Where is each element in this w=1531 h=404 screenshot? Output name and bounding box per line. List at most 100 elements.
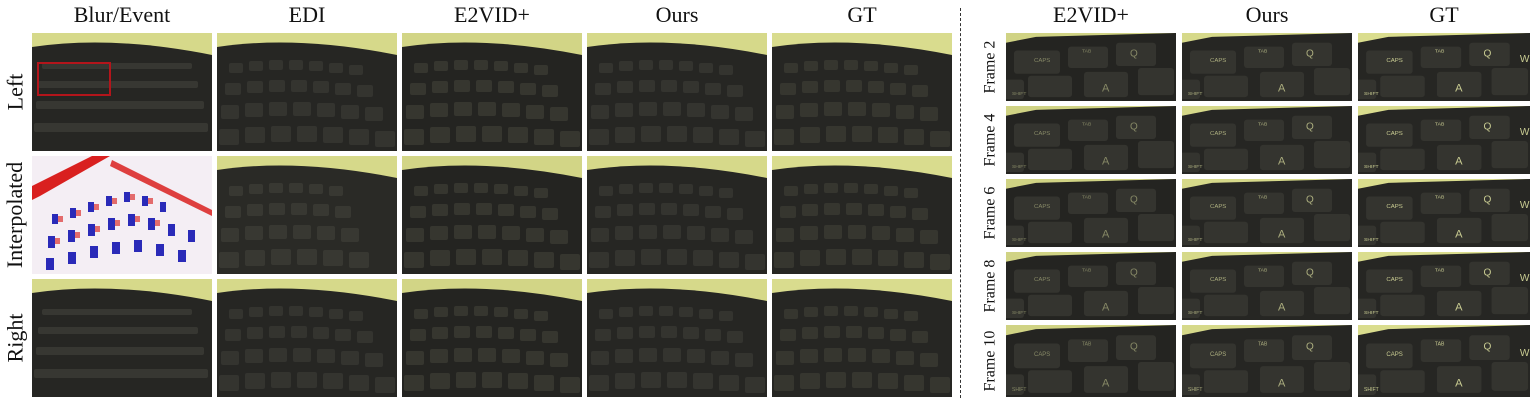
key-cap [1380, 148, 1425, 171]
key-label-q: Q [1130, 194, 1138, 205]
key-cap [1436, 144, 1482, 171]
key-label-a: A [1102, 155, 1110, 167]
image-blur-right [32, 279, 212, 397]
key-cap [1084, 144, 1128, 171]
key-cap [1116, 261, 1156, 286]
column-header-ours-left: Ours [655, 2, 699, 27]
key-label-caps: CAPS [1386, 204, 1403, 210]
key-cap [1014, 343, 1060, 369]
key-cap [1366, 269, 1413, 293]
key-cap [1006, 79, 1024, 100]
key-label-q: Q [1483, 342, 1491, 353]
key-label-shift: SHIFT [1012, 237, 1026, 243]
key-label-tab: TAB [1258, 267, 1268, 273]
row-header-frame-4: Frame 4 [981, 113, 998, 167]
key-cap [1491, 67, 1528, 96]
key-cap [1469, 188, 1510, 213]
key-cap [1068, 46, 1108, 68]
key-label-tab: TAB [1435, 122, 1445, 128]
key-label-q: Q [1483, 194, 1491, 205]
key-cap [1138, 362, 1174, 391]
row-header-frame-8: Frame 8 [981, 259, 998, 313]
key-cap [1469, 115, 1510, 140]
column-header-ours-right: Ours [1245, 2, 1289, 27]
key-cap [1244, 339, 1284, 363]
key-cap [1358, 152, 1377, 173]
key-cap [1084, 71, 1128, 98]
key-cap [1190, 123, 1236, 147]
key-cap [1436, 366, 1482, 393]
key-cap [1006, 298, 1024, 319]
key-cap [1491, 140, 1528, 169]
key-cap [1028, 148, 1072, 171]
key-cap [1420, 119, 1462, 141]
image-edi-interpolated [217, 156, 397, 274]
key-cap [1380, 75, 1425, 98]
key-label-shift: SHIFT [1364, 237, 1379, 243]
key-label-q: Q [1306, 342, 1314, 353]
key-label-a: A [1278, 301, 1286, 313]
key-cap [1260, 366, 1304, 393]
key-label-a: A [1278, 228, 1286, 240]
key-cap [1182, 298, 1200, 319]
key-label-shift: SHIFT [1012, 387, 1026, 393]
key-cap [1014, 196, 1060, 220]
key-cap [1420, 265, 1462, 287]
key-label-tab: TAB [1082, 194, 1092, 200]
key-label-shift: SHIFT [1188, 237, 1202, 243]
key-cap [1204, 370, 1248, 393]
key-label-caps: CAPS [1386, 131, 1403, 137]
key-cap [1491, 286, 1528, 315]
key-label-q: Q [1130, 267, 1138, 278]
key-label-q: Q [1130, 121, 1138, 132]
key-cap [1244, 265, 1284, 287]
key-cap [1380, 294, 1425, 317]
key-label-caps: CAPS [1210, 351, 1226, 358]
image-ours-left [587, 33, 767, 151]
key-cap [1204, 148, 1248, 171]
key-label-a: A [1278, 82, 1286, 94]
key-label-shift: SHIFT [1188, 310, 1202, 316]
key-cap [1190, 196, 1236, 220]
image-gt-interpolated [772, 156, 952, 274]
key-cap [1292, 335, 1332, 360]
key-cap [1260, 144, 1304, 171]
image-e2vid-interpolated [402, 156, 582, 274]
image-blur-left [32, 33, 212, 151]
key-cap [1028, 370, 1072, 393]
key-label-shift: SHIFT [1012, 91, 1026, 97]
key-cap [1420, 46, 1462, 68]
key-cap [1028, 294, 1072, 317]
key-cap [1138, 67, 1174, 96]
key-label-tab: TAB [1435, 195, 1445, 201]
key-label-shift: SHIFT [1364, 387, 1379, 393]
image-event-interpolated [32, 156, 212, 274]
key-label-q: Q [1483, 48, 1491, 59]
key-label-tab: TAB [1082, 121, 1092, 127]
key-cap [1314, 140, 1350, 169]
key-cap [1068, 119, 1108, 141]
image-edi-right [217, 279, 397, 397]
key-label-tab: TAB [1435, 49, 1445, 55]
key-cap [1358, 298, 1377, 319]
key-cap [1469, 335, 1510, 360]
key-cap [1014, 50, 1060, 74]
panel-divider [960, 8, 961, 398]
column-header-e2vid-right: E2VID+ [1053, 2, 1129, 27]
key-cap [1314, 362, 1350, 391]
key-cap [1068, 192, 1108, 214]
key-cap [1314, 286, 1350, 315]
key-cap [1292, 188, 1332, 213]
key-label-shift: SHIFT [1188, 164, 1202, 170]
